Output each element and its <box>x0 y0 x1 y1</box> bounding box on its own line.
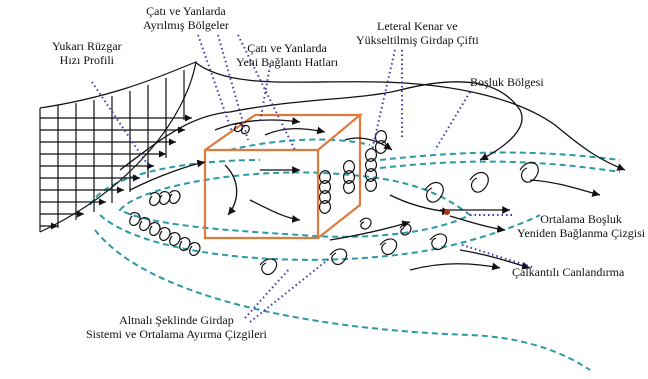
label-upwind-profile: Yukarı Rüzgar Hızı Profili <box>52 39 122 67</box>
label-roof-separated: Çatı ve Yanlarda Ayrılmış Bölgeler <box>143 4 229 32</box>
label-mean-cavity: Ortalama Boşluk Yeniden Bağlanma Çizgisi <box>517 212 645 240</box>
reattachment-point <box>444 209 450 215</box>
label-horseshoe-vortex: Altnalı Şeklinde Girdap Sistemi ve Ortal… <box>86 313 267 341</box>
label-roof-separated-line1: Çatı ve Yanlarda <box>143 4 229 18</box>
label-mean-cavity-line1: Ortalama Boşluk <box>517 212 645 226</box>
label-lateral-vortex-line1: Leteral Kenar ve <box>356 19 479 33</box>
velocity-profile <box>40 62 196 232</box>
label-roof-reattachment: Çatı ve Yanlarda Yeni Bağlantı Hatları <box>236 41 338 69</box>
label-mean-cavity-line2: Yeniden Bağlanma Çizgisi <box>517 226 645 240</box>
label-upwind-profile-line1: Yukarı Rüzgar <box>52 39 122 53</box>
label-turbulent-wake: Çalkantılı Canlandırma <box>512 265 624 279</box>
label-horseshoe-vortex-line1: Altnalı Şeklinde Girdap <box>86 313 267 327</box>
label-roof-separated-line2: Ayrılmış Bölgeler <box>143 18 229 32</box>
label-horseshoe-vortex-line2: Sistemi ve Ortalama Ayırma Çizgileri <box>86 327 267 341</box>
label-cavity-zone: Boşluk Bölgesi <box>470 75 544 89</box>
vortex-coils <box>130 123 539 274</box>
leader-lines <box>92 35 535 322</box>
label-upwind-profile-line2: Hızı Profili <box>52 53 122 67</box>
label-lateral-vortex: Leteral Kenar ve Yükseltilmiş Girdap Çif… <box>356 19 479 47</box>
label-roof-reattachment-line2: Yeni Bağlantı Hatları <box>236 55 338 69</box>
label-roof-reattachment-line1: Çatı ve Yanlarda <box>236 41 338 55</box>
label-lateral-vortex-line2: Yükseltilmiş Girdap Çifti <box>356 33 479 47</box>
